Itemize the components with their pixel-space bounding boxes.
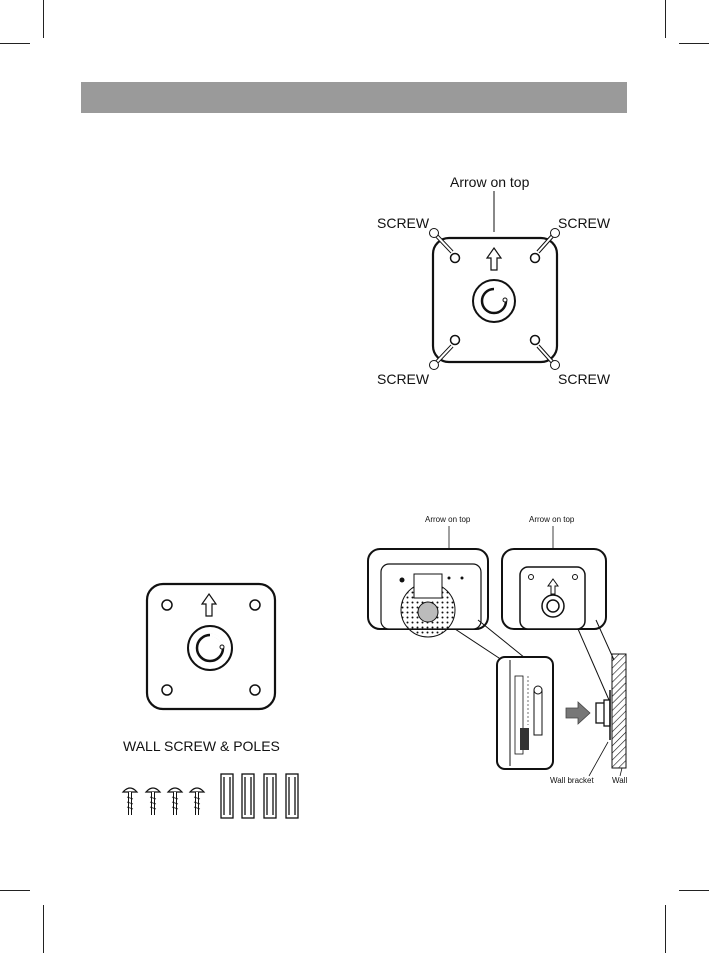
- crop-mark-bl-v: [43, 905, 44, 953]
- crop-mark-bl-h: [0, 890, 30, 891]
- header-bar: [81, 82, 627, 113]
- arrow-right-icon: [566, 702, 590, 724]
- bracket-plate-diagram: [140, 580, 290, 715]
- pole-icon: [242, 774, 254, 818]
- device-side: [497, 657, 553, 769]
- crop-mark-br-v: [665, 905, 666, 953]
- pole-icon: [264, 774, 276, 818]
- crop-mark-br-h: [679, 890, 709, 891]
- device-mount-diagram: [360, 520, 635, 780]
- hole-icon: [531, 254, 540, 263]
- screw-icon: [190, 788, 204, 815]
- crop-mark-tl-h: [0, 43, 30, 44]
- hole-icon: [531, 336, 540, 345]
- hole-icon: [250, 685, 260, 695]
- wall-bracket-diagram: [420, 190, 620, 380]
- hole-icon: [451, 336, 460, 345]
- pole-icon: [286, 774, 298, 818]
- screw-icon: [146, 788, 160, 815]
- wall: [612, 654, 626, 768]
- hole-icon: [451, 254, 460, 263]
- crop-mark-tl-v: [43, 0, 44, 38]
- crop-mark-tr-h: [679, 43, 709, 44]
- wall-screw-poles-caption: WALL SCREW & POLES: [123, 738, 280, 754]
- crop-mark-tr-v: [665, 0, 666, 38]
- screw-icon: [168, 788, 182, 815]
- screw-icon: [123, 788, 137, 815]
- hole-icon: [250, 600, 260, 610]
- hole-icon: [162, 685, 172, 695]
- screws-and-poles-diagram: [118, 770, 308, 820]
- hole-icon: [162, 600, 172, 610]
- pole-icon: [221, 774, 233, 818]
- arrow-on-top-label: Arrow on top: [450, 174, 529, 190]
